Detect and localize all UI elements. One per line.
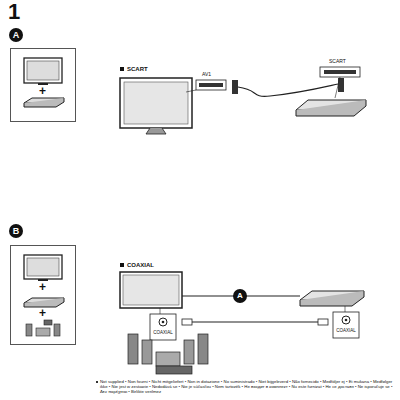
plus-sign: + (39, 307, 46, 319)
plus-sign: + (39, 85, 46, 97)
jack-label: SCART (329, 59, 346, 64)
jack-label: AV1 (202, 72, 211, 77)
jack-label: COAXIAL (336, 329, 356, 334)
device-panel: ++ (10, 245, 76, 345)
connection-heading: SCART (127, 66, 148, 72)
footnote: Not supplied • Non fourni • Nicht mitgel… (100, 379, 395, 394)
plus-sign: + (39, 281, 46, 293)
device-panel: + (10, 48, 76, 122)
jack-label: COAXIAL (153, 331, 173, 336)
connection-heading: COAXIAL (127, 262, 154, 268)
section-letter: B (13, 227, 20, 236)
section-letter: A (13, 31, 20, 40)
cable-callout: A (237, 292, 243, 300)
step-number: 1 (8, 1, 20, 23)
